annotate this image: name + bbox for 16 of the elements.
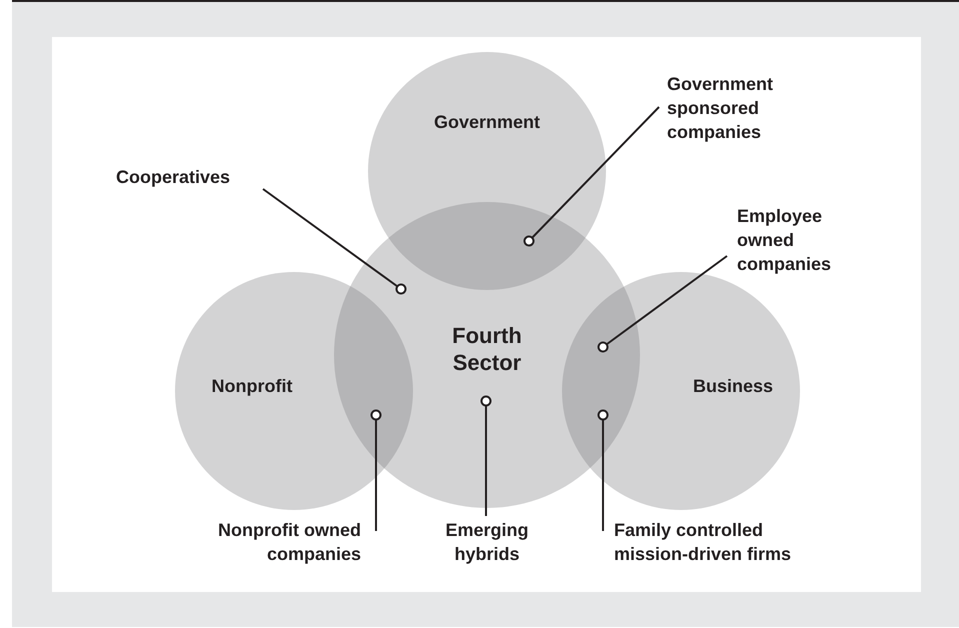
callout-label: Cooperatives	[116, 165, 256, 189]
callout-label: Nonprofit owned companies	[171, 518, 361, 566]
leader-line	[480, 396, 492, 516]
callout-label: Family controlled mission-driven firms	[614, 518, 814, 566]
leader-line	[598, 410, 608, 531]
callout-label: Emerging hybrids	[427, 518, 547, 566]
circle-label: Nonprofit	[212, 376, 292, 396]
callout-label: Government sponsored companies	[667, 72, 807, 144]
circle-label: Government	[434, 112, 540, 132]
leader-line	[524, 106, 660, 246]
callout-label: Employee owned companies	[737, 204, 857, 276]
leader-line	[598, 255, 728, 352]
circle-label: Business	[693, 376, 774, 396]
circle-label: Fourth Sector	[451, 322, 523, 376]
leader-line	[370, 410, 382, 531]
leader-line	[262, 188, 406, 294]
